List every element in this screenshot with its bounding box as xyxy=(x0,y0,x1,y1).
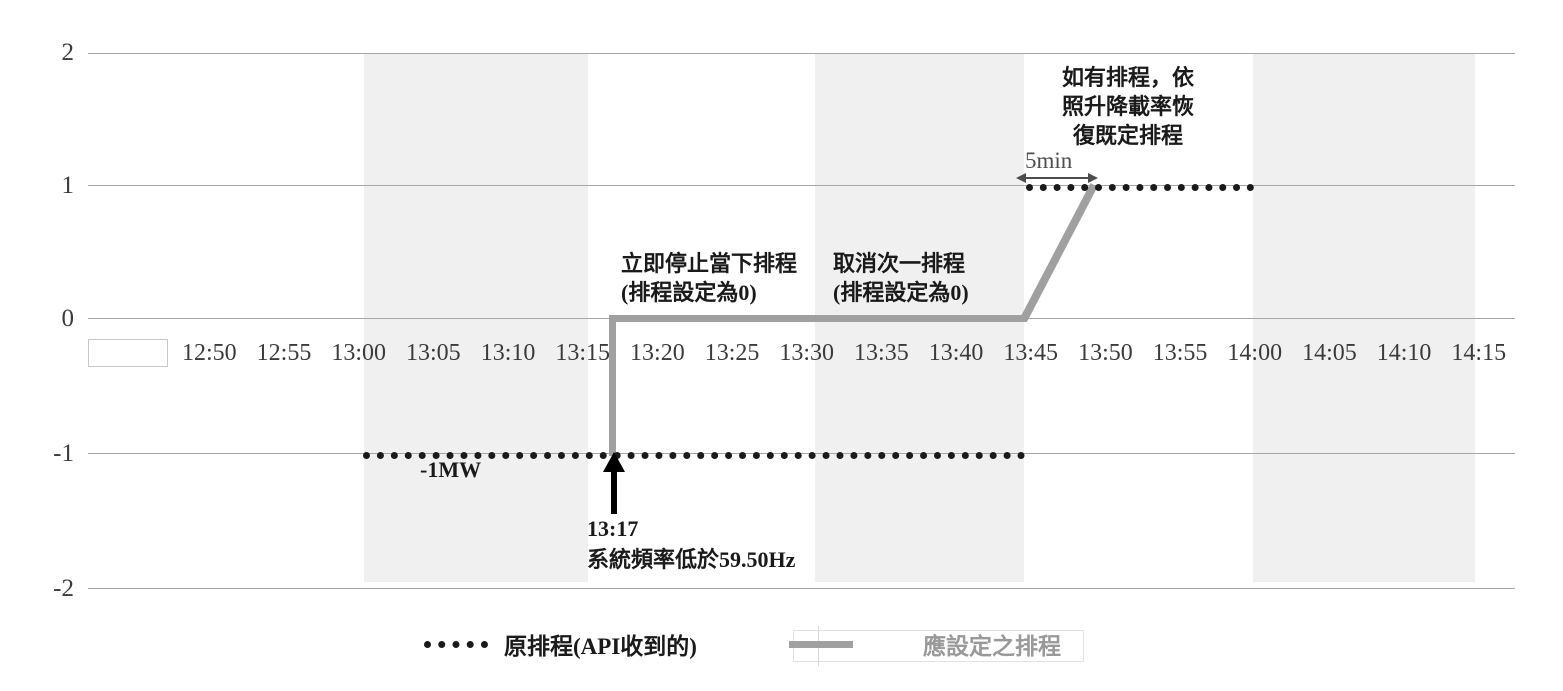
y-tick-neg1: -1 xyxy=(53,440,74,467)
legend-item-target-schedule[interactable]: 應設定之排程 xyxy=(789,624,1061,664)
chart-legend: 原排程(API收到的) 應設定之排程 xyxy=(0,612,1563,674)
label-event-reason: 系統頻率低於59.50Hz xyxy=(587,547,796,572)
x-tick-1250: 12:50 xyxy=(182,340,237,366)
x-tick-1320: 13:20 xyxy=(630,340,685,366)
x-tick-1355: 13:55 xyxy=(1152,340,1208,366)
legend-label-target-schedule: 應設定之排程 xyxy=(923,634,1061,659)
x-tick-1415: 14:15 xyxy=(1451,340,1507,366)
x-tick-1340: 13:40 xyxy=(928,340,984,366)
gridline-2 xyxy=(88,53,1515,54)
dotted-line-swatch-icon xyxy=(424,640,488,648)
solid-line-swatch-icon xyxy=(789,640,853,648)
x-axis-tick-row: 12:50 12:55 13:00 13:05 13:10 13:15 13:2… xyxy=(88,336,1516,370)
gridline-neg2 xyxy=(88,588,1515,589)
x-tick-1405: 14:05 xyxy=(1302,340,1357,366)
annotation-cancel-next-schedule: 取消次一排程 (排程設定為0) xyxy=(833,251,969,306)
x-tick-1310: 13:10 xyxy=(480,340,536,366)
legend-label-original-schedule: 原排程(API收到的) xyxy=(504,634,697,659)
x-tick-1345: 13:45 xyxy=(1003,340,1059,366)
x-tick-1335: 13:35 xyxy=(854,340,909,366)
x-tick-1410: 14:10 xyxy=(1376,340,1432,366)
shaded-band-3 xyxy=(1253,53,1475,582)
label-event-time: 13:17 xyxy=(587,516,639,541)
gray-series-vertical-rise xyxy=(609,315,616,456)
x-tick-1325: 13:25 xyxy=(704,340,760,366)
annotation-stop-current-schedule: 立即停止當下排程 (排程設定為0) xyxy=(621,251,798,306)
x-tick-1315: 13:15 xyxy=(555,340,611,366)
ramp-duration-double-arrow-icon xyxy=(1016,170,1098,186)
x-tick-1330: 13:30 xyxy=(779,340,835,366)
x-tick-blank-cell[interactable] xyxy=(88,339,168,367)
legend-item-original-schedule[interactable]: 原排程(API收到的) xyxy=(424,624,697,664)
label-minus-1mw: -1MW xyxy=(420,457,482,482)
shaded-band-1 xyxy=(364,53,588,582)
y-tick-1: 1 xyxy=(61,172,75,199)
dotted-series-flat-pos1 xyxy=(1026,184,1254,191)
x-tick-1305: 13:05 xyxy=(406,340,461,366)
gray-series-ramp xyxy=(1018,178,1100,326)
gray-series-flat-zero xyxy=(609,315,1027,322)
x-tick-1255: 12:55 xyxy=(256,340,312,366)
gridline-1 xyxy=(88,185,1515,186)
event-pointer-arrow-icon xyxy=(600,452,628,514)
y-tick-0: 0 xyxy=(61,305,75,332)
y-tick-neg2: -2 xyxy=(53,575,74,602)
x-tick-1400: 14:00 xyxy=(1227,340,1283,366)
annotation-resume-schedule: 如有排程，依 照升降載率恢 復既定排程 xyxy=(1062,65,1195,149)
dotted-series-flat-neg1 xyxy=(363,452,1025,459)
x-tick-1300: 13:00 xyxy=(331,340,387,366)
y-tick-2: 2 xyxy=(61,39,75,66)
label-ramp-duration: 5min xyxy=(1025,148,1073,173)
x-tick-1350: 13:50 xyxy=(1078,340,1133,366)
